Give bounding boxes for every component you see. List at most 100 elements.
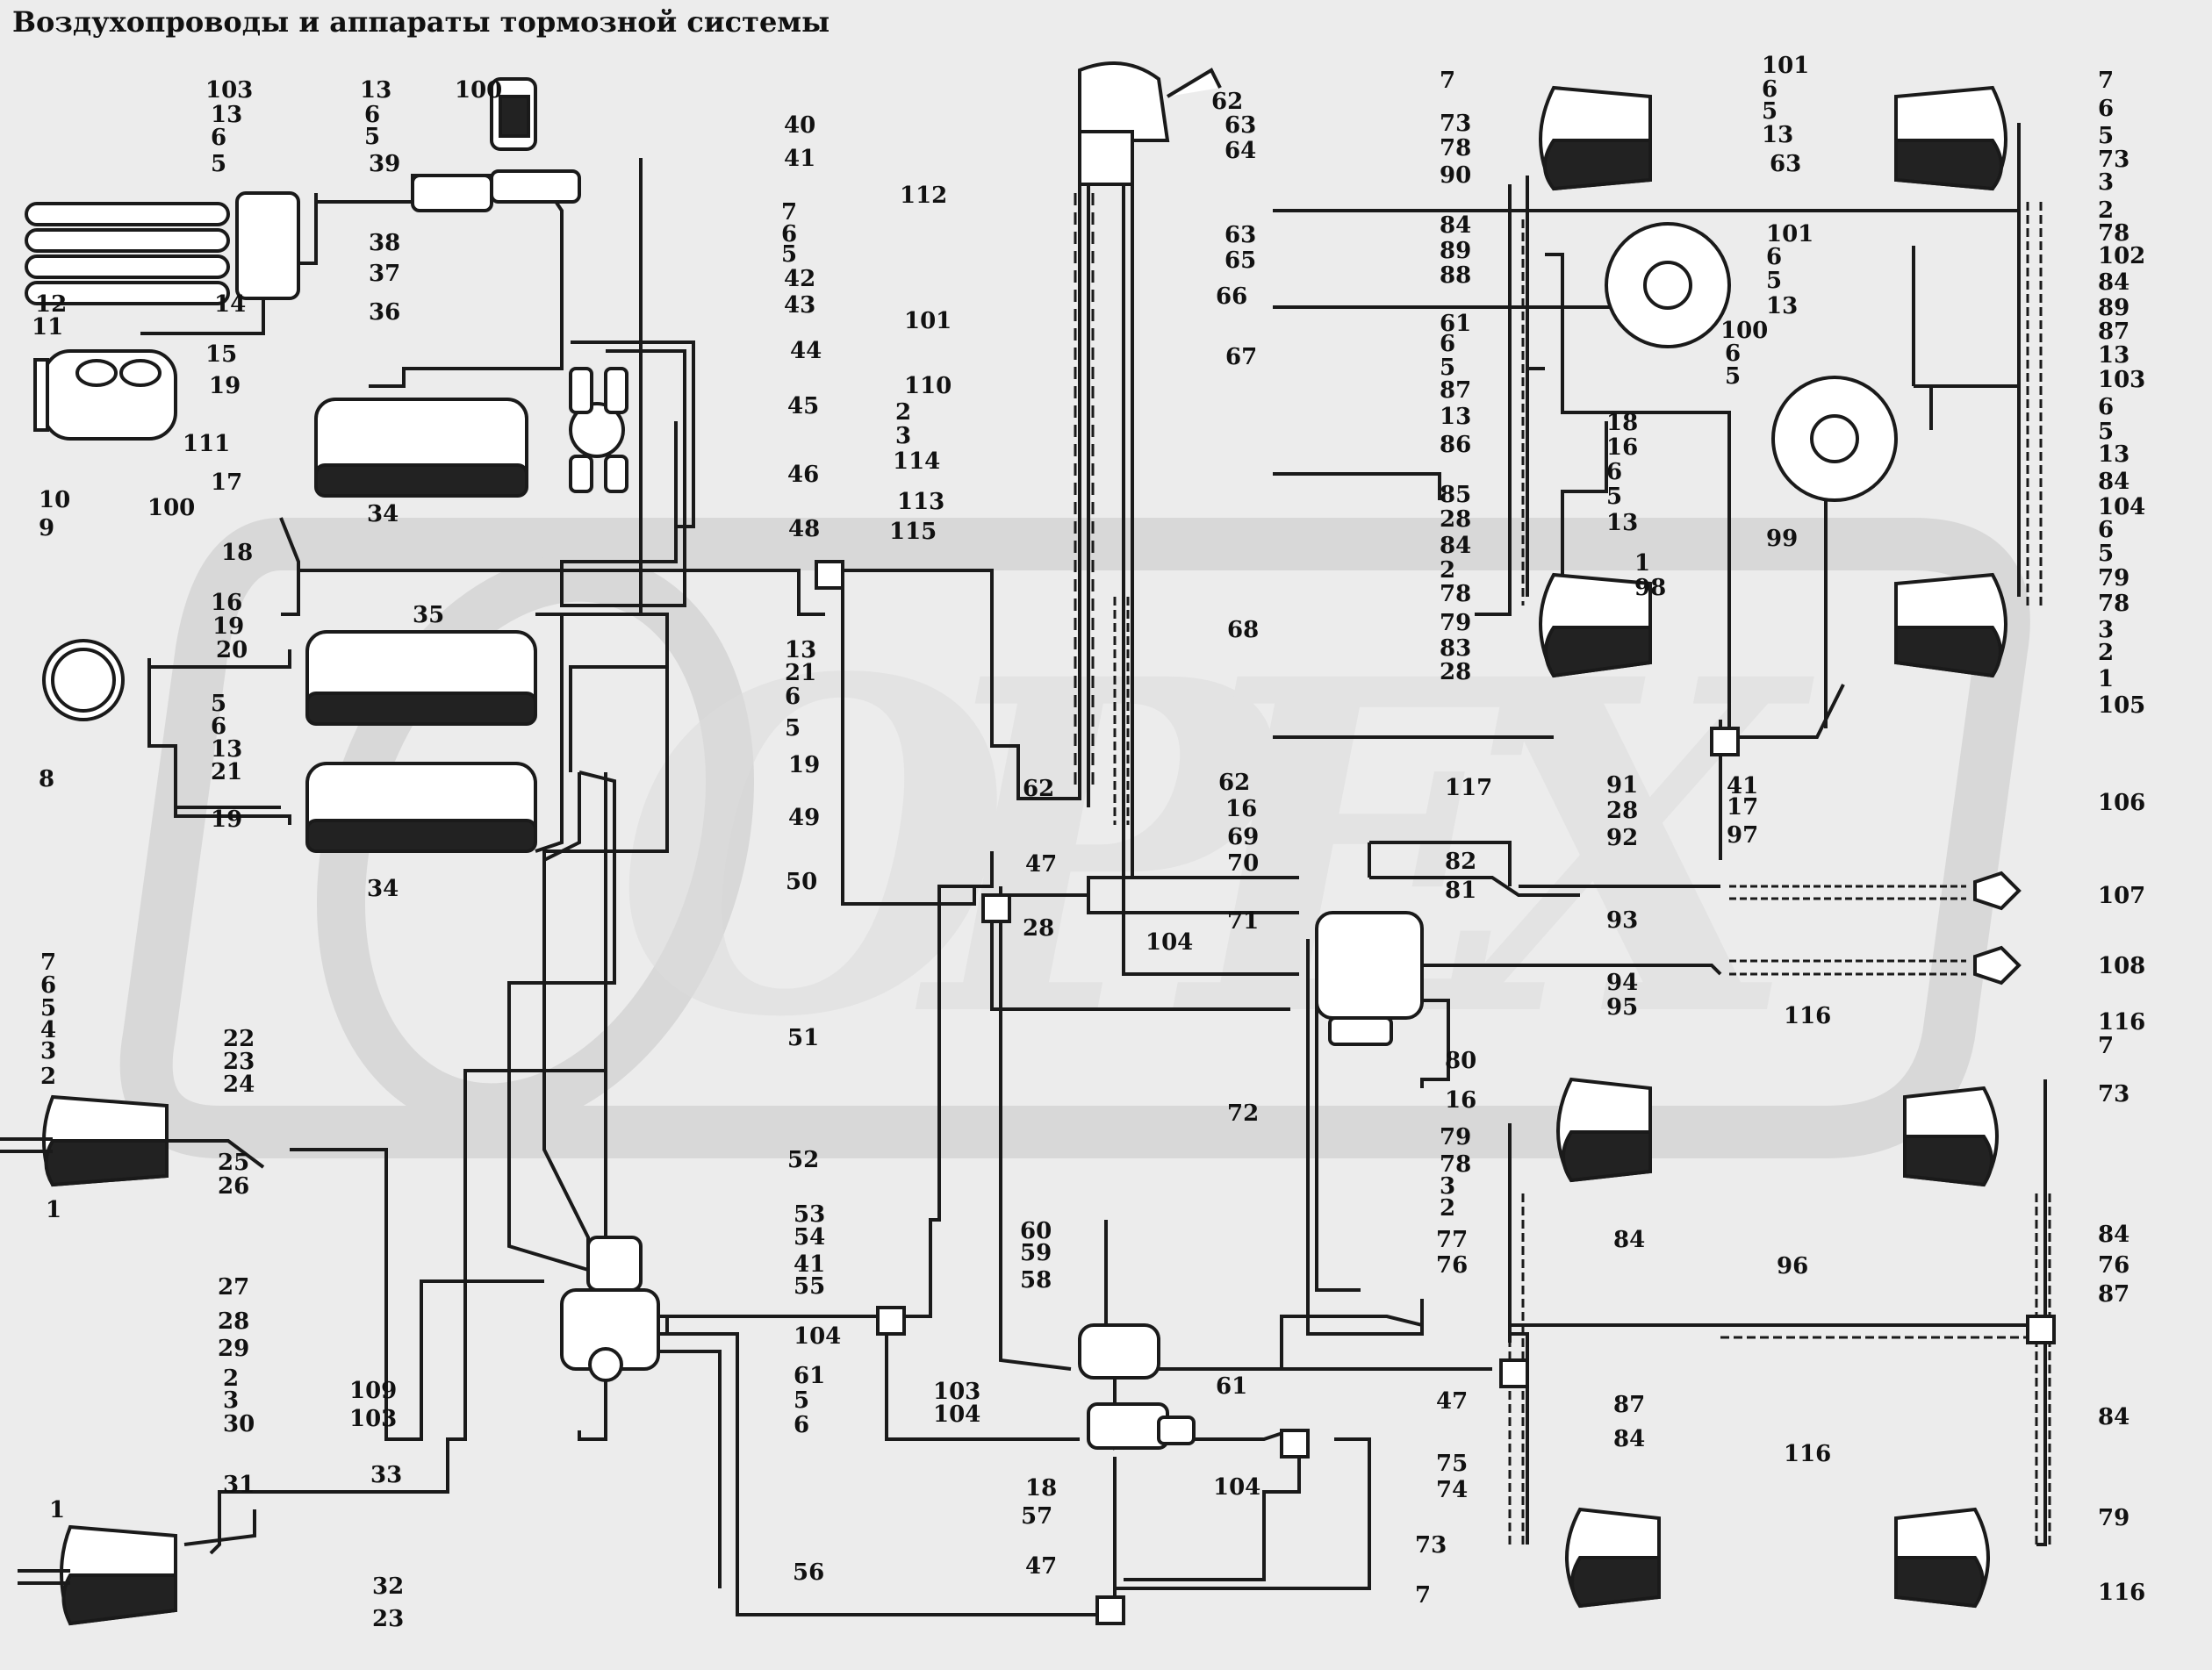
callout-16: 16 xyxy=(1606,434,1638,461)
callout-6: 6 xyxy=(781,221,797,247)
callout-13: 13 xyxy=(785,637,816,663)
callout-76: 76 xyxy=(2098,1252,2129,1279)
callout-2: 2 xyxy=(223,1365,239,1392)
callout-73: 73 xyxy=(2098,1081,2129,1107)
callout-13: 13 xyxy=(211,102,242,128)
callout-62: 62 xyxy=(1211,89,1243,115)
callout-104: 104 xyxy=(2098,494,2145,520)
callout-84: 84 xyxy=(1440,212,1471,239)
devices xyxy=(25,61,2056,1625)
callout-79: 79 xyxy=(1440,1124,1471,1150)
callout-87: 87 xyxy=(1613,1392,1645,1418)
callout-5: 5 xyxy=(1762,98,1778,125)
callout-6: 6 xyxy=(1762,76,1778,103)
callout-84: 84 xyxy=(2098,1404,2129,1430)
callout-47: 47 xyxy=(1025,1553,1057,1580)
callout-62: 62 xyxy=(1218,770,1250,796)
callout-28: 28 xyxy=(1023,915,1054,942)
callout-78: 78 xyxy=(2098,220,2129,247)
callout-21: 21 xyxy=(785,660,816,686)
callout-2: 2 xyxy=(2098,197,2114,224)
callout-107: 107 xyxy=(2098,883,2145,909)
callout-13: 13 xyxy=(2098,342,2129,369)
callout-77: 77 xyxy=(1436,1227,1468,1253)
callout-13: 13 xyxy=(1762,122,1793,148)
callout-101: 101 xyxy=(1766,221,1813,247)
callout-46: 46 xyxy=(787,462,819,488)
callout-42: 42 xyxy=(784,266,815,292)
callout-27: 27 xyxy=(218,1274,249,1301)
callout-93: 93 xyxy=(1606,907,1638,934)
callout-75: 75 xyxy=(1436,1451,1468,1477)
callout-44: 44 xyxy=(790,338,822,364)
callout-70: 70 xyxy=(1227,850,1259,877)
callout-101: 101 xyxy=(1762,53,1809,79)
callout-114: 114 xyxy=(893,448,940,475)
callout-83: 83 xyxy=(1440,635,1471,662)
callout-5: 5 xyxy=(1725,363,1741,390)
callout-52: 52 xyxy=(787,1147,819,1173)
callout-58: 58 xyxy=(1020,1267,1052,1294)
callout-69: 69 xyxy=(1227,824,1259,850)
callout-103: 103 xyxy=(205,77,253,104)
callout-7: 7 xyxy=(2098,68,2114,94)
callout-102: 102 xyxy=(2098,243,2145,269)
callout-6: 6 xyxy=(794,1412,809,1438)
callout-82: 82 xyxy=(1445,849,1476,875)
callout-71: 71 xyxy=(1227,908,1259,935)
callout-1: 1 xyxy=(2098,666,2114,692)
callout-104: 104 xyxy=(933,1401,980,1428)
callout-64: 64 xyxy=(1224,138,1256,164)
brake-chamber-right-mid-left xyxy=(1539,572,1652,678)
callout-47: 47 xyxy=(1436,1388,1468,1415)
callout-99: 99 xyxy=(1766,526,1798,552)
callout-19: 19 xyxy=(209,373,241,399)
callout-1: 1 xyxy=(1634,550,1650,577)
callout-79: 79 xyxy=(2098,565,2129,591)
callout-18: 18 xyxy=(1025,1475,1057,1502)
callout-2: 2 xyxy=(1440,1195,1455,1222)
callout-17: 17 xyxy=(1727,794,1758,821)
callout-15: 15 xyxy=(205,341,237,368)
brake-chamber-rear-left xyxy=(18,1524,177,1626)
flex-hoses xyxy=(1074,193,2051,1545)
brake-chamber-trailer-4 xyxy=(1894,1507,1990,1609)
callout-53: 53 xyxy=(794,1201,825,1228)
callout-3: 3 xyxy=(2098,169,2114,196)
callout-7: 7 xyxy=(781,199,797,226)
callout-13: 13 xyxy=(211,736,242,763)
callout-21: 21 xyxy=(211,759,242,785)
callout-10: 10 xyxy=(39,487,70,513)
callout-5: 5 xyxy=(1606,484,1622,510)
callout-39: 39 xyxy=(369,151,400,177)
callout-9: 9 xyxy=(39,515,54,541)
callout-90: 90 xyxy=(1440,162,1471,189)
callout-23: 23 xyxy=(372,1606,404,1632)
coupling-heads xyxy=(1973,871,2022,986)
callout-29: 29 xyxy=(218,1336,249,1362)
callout-40: 40 xyxy=(784,112,815,139)
callout-74: 74 xyxy=(1436,1477,1468,1503)
callout-17: 17 xyxy=(211,469,242,496)
callout-3: 3 xyxy=(895,423,911,449)
callout-4: 4 xyxy=(40,1017,56,1043)
brake-chamber-right-top-left xyxy=(1539,85,1652,191)
callout-84: 84 xyxy=(1440,533,1471,559)
trailer-valve-80 xyxy=(1315,911,1424,1046)
callout-45: 45 xyxy=(787,393,819,419)
callout-14: 14 xyxy=(214,291,246,318)
callout-50: 50 xyxy=(786,869,817,895)
brake-chamber-front-left xyxy=(0,1094,169,1187)
callout-3: 3 xyxy=(1440,1173,1455,1200)
callout-91: 91 xyxy=(1606,772,1638,799)
callout-96: 96 xyxy=(1777,1253,1808,1279)
callout-98: 98 xyxy=(1634,575,1666,601)
callout-41: 41 xyxy=(1727,773,1758,799)
callout-81: 81 xyxy=(1445,878,1476,904)
callout-73: 73 xyxy=(2098,147,2129,173)
callout-84: 84 xyxy=(2098,269,2129,296)
callout-5: 5 xyxy=(364,124,380,150)
callout-87: 87 xyxy=(2098,319,2129,345)
callout-84: 84 xyxy=(2098,469,2129,495)
